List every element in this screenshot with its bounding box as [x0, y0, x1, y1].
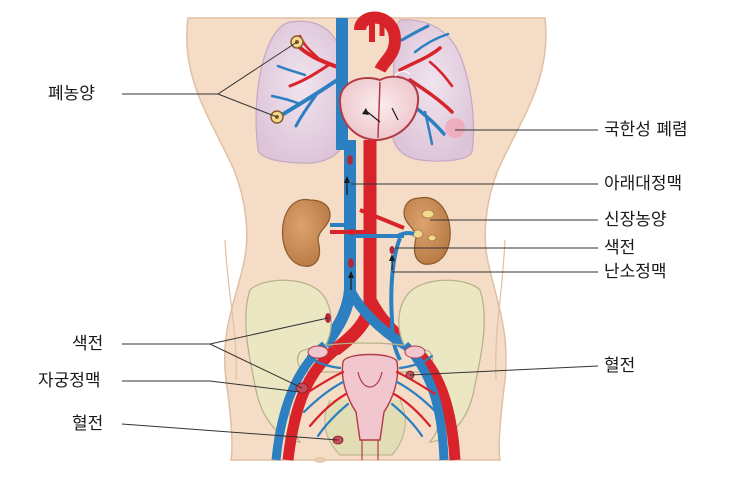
label-embolus-left: 색전 — [72, 334, 104, 354]
label-pulmonary-infarction: 국한성 폐렴 — [604, 120, 688, 140]
left-kidney — [281, 198, 331, 267]
label-thrombus-left: 혈전 — [72, 414, 104, 434]
renal-abscess-1 — [421, 209, 435, 219]
label-renal-abscess: 신장농양 — [604, 210, 667, 230]
label-embolus-right: 색전 — [604, 238, 636, 258]
label-thrombus-right: 혈전 — [604, 356, 636, 376]
pneumonia-focus — [445, 118, 465, 138]
label-ovarian-vein: 난소정맥 — [604, 262, 667, 282]
label-uterine-vein: 자궁정맥 — [38, 371, 101, 391]
ovarian-vein — [389, 237, 402, 361]
label-inferior-vena-cava: 아래대정맥 — [604, 174, 683, 194]
leader-lines — [121, 41, 599, 441]
label-pulmonary-abscess: 폐농양 — [48, 84, 95, 104]
